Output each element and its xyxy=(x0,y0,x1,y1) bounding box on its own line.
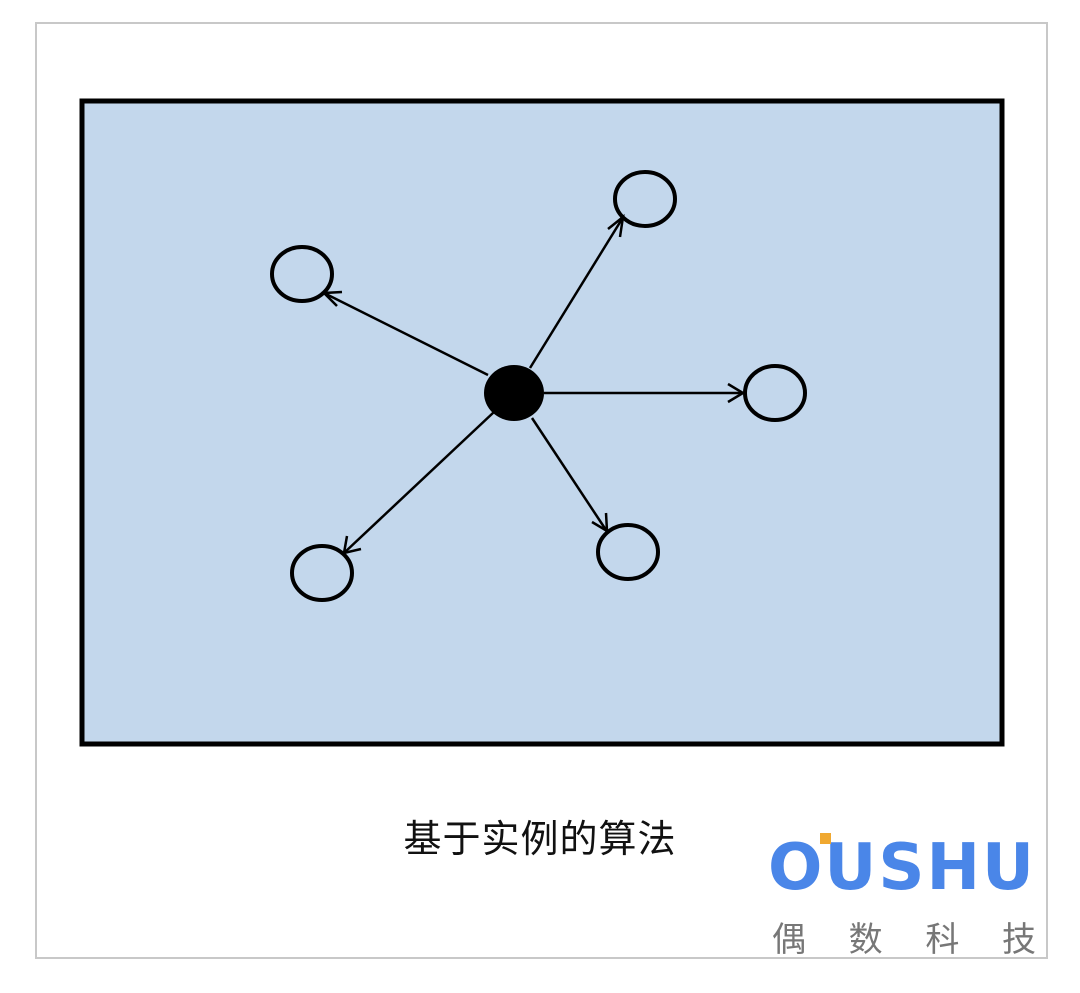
diagram-panel xyxy=(79,98,1005,747)
logo-subtitle-char: 偶 xyxy=(772,920,806,960)
logo-subtitle-char: 数 xyxy=(848,920,883,960)
oushu-logo: OUSHU 偶 数 科 技 xyxy=(760,828,1040,961)
logo-subtitle: 偶 数 科 技 xyxy=(772,912,1036,961)
logo-wordmark: OUSHU xyxy=(768,828,1036,908)
edge-to-top-right xyxy=(528,218,624,369)
diagram-caption: 基于实例的算法 xyxy=(403,817,677,861)
logo-accent-square xyxy=(820,833,831,844)
edge-to-bottom-center xyxy=(530,417,608,531)
logo-subtitle-char: 技 xyxy=(1001,920,1036,960)
logo-subtitle-char: 科 xyxy=(925,920,960,960)
edge-to-bottom-left xyxy=(344,411,495,553)
node-bottom-center xyxy=(596,523,660,581)
node-right xyxy=(743,364,807,422)
outer-nodes xyxy=(270,170,807,602)
node-bottom-left xyxy=(290,544,354,602)
center-node xyxy=(484,365,544,421)
node-left-upper xyxy=(270,245,334,303)
logo-word-text: OUSHU xyxy=(768,831,1036,905)
node-top-right xyxy=(613,170,677,228)
edge-to-left-upper xyxy=(325,292,489,377)
